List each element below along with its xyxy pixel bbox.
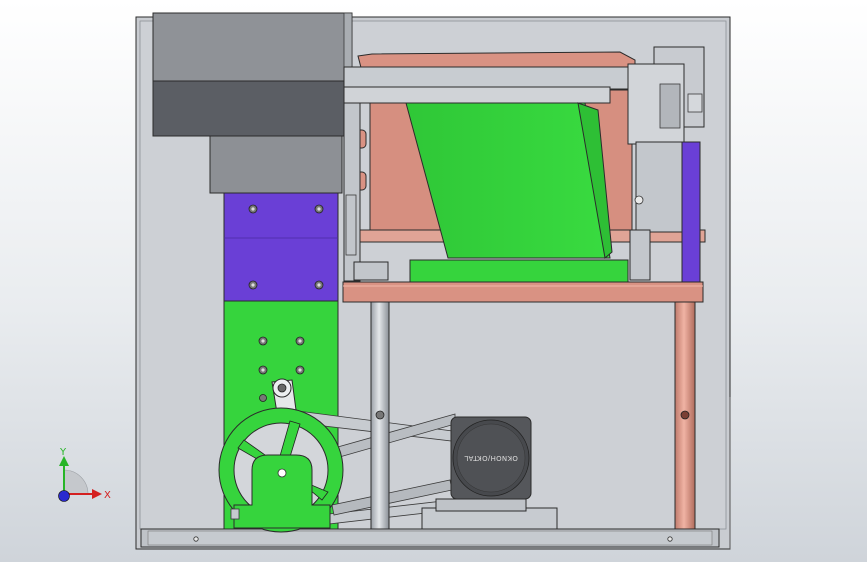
x-axis-arrow-icon [92,489,102,499]
purple-column[interactable] [223,192,339,302]
x-axis-label: X [104,490,111,501]
right-carriage[interactable] [627,46,705,283]
base-plate[interactable] [342,281,704,303]
green-chute[interactable] [405,102,629,283]
motor[interactable]: OKNOH/OKTAL [421,416,558,530]
z-axis-icon [58,490,70,502]
hopper-block[interactable] [152,12,353,194]
coordinate-triad: Y X [58,447,111,502]
rod-right-copper [674,299,696,530]
wheel-bracket [230,454,331,529]
y-axis-arrow-icon [59,456,69,466]
rod-left [370,299,390,530]
motor-label: OKNOH/OKTAL [464,454,518,462]
y-axis-label: Y [59,447,67,458]
